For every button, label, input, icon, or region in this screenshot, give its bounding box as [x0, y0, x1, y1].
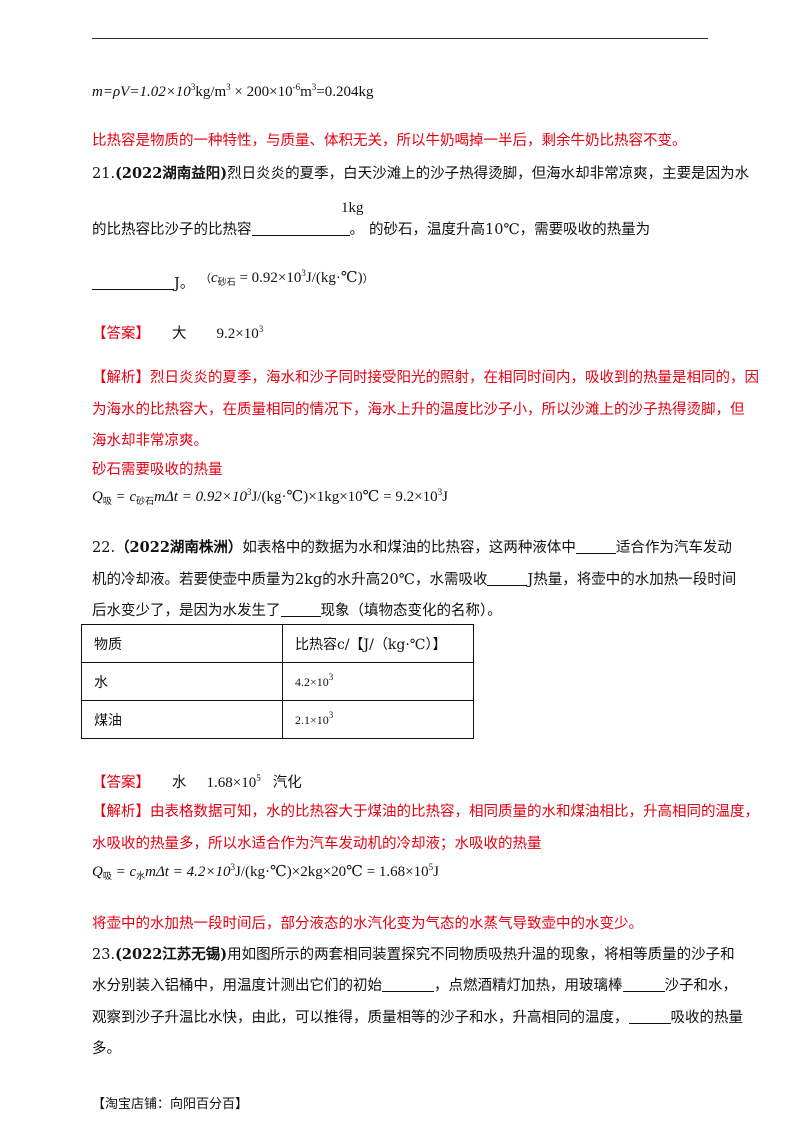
table-row: 煤油 2.1×103 — [81, 700, 474, 739]
q21-analysis-2: 为海水的比热容大，在质量相同的情况下，海水上升的温度比沙子小，所以沙滩上的沙子热… — [92, 402, 745, 418]
q21-line2: 的比热容比沙子的比热容。 — [92, 221, 364, 238]
q21-analysis-4: 砂石需要吸收的热量 — [92, 462, 223, 478]
q21-blank-1[interactable] — [251, 221, 350, 236]
top-conclusion: 比热容是物质的一种特性，与质量、体积无关，所以牛奶喝掉一半后，剩余牛奶比热容不变… — [92, 133, 687, 149]
q22-analysis-1: 【解析】由表格数据可知，水的比热容大于煤油的比热容，相同质量的水和煤油相比，升高… — [92, 804, 759, 820]
q21-heat-formula: Q吸 = c砂石mΔt = 0.92×103J/(kg·℃)×1kg×10℃ =… — [92, 487, 448, 506]
table-cell-substance: 煤油 — [81, 700, 283, 739]
q22-blank-2[interactable] — [487, 571, 528, 586]
q22-conclusion: 将壶中的水加热一段时间后，部分液态的水汽化变为气态的水蒸气导致壶中的水变少。 — [92, 916, 643, 932]
header-rule — [92, 38, 708, 39]
q21-mass: 1kg — [341, 200, 364, 216]
q21-given-constant: （c砂石 = 0.92×103J/(kg·℃)） — [200, 268, 374, 287]
q23-blank-1[interactable] — [382, 977, 434, 992]
q21-analysis-3: 海水却非常凉爽。 — [92, 433, 208, 449]
table-header-substance: 物质 — [81, 624, 283, 663]
q21-line2-rest: 的砂石，温度升高10℃，需要吸收的热量为 — [369, 222, 651, 238]
table-header-row: 物质 比热容c/【J/（kg·℃）】 — [81, 624, 474, 663]
table-cell-value: 2.1×103 — [282, 700, 474, 739]
q23-line3: 观察到沙子升温比水快，由此，可以推得，质量相等的沙子和水，升高相同的温度，吸收的… — [92, 1009, 743, 1026]
q22-blank-1[interactable] — [575, 539, 616, 554]
q23-blank-3[interactable] — [628, 1009, 671, 1024]
q23-line4: 多。 — [92, 1041, 121, 1057]
q22-blank-3[interactable] — [280, 602, 321, 617]
q22-line1: 22.（2022湖南株洲）如表格中的数据为水和煤油的比热容，这两种液体中适合作为… — [92, 539, 732, 556]
density-formula: m=ρV=1.02×103kg/m3 × 200×10-6m3=0.204kg — [92, 82, 374, 100]
q22-analysis-2: 水吸收的热量多，所以水适合作为汽车发动机的冷却液；水吸收的热量 — [92, 836, 542, 852]
q22-line3: 后水变少了，是因为水发生了现象（填物态变化的名称）。 — [92, 602, 502, 619]
page-footer: 【淘宝店铺：向阳百分百】 — [92, 1097, 249, 1112]
table-cell-substance: 水 — [81, 662, 283, 701]
q23-line2: 水分别装入铝桶中，用温度计测出它们的初始，点燃酒精灯加热，用玻璃棒沙子和水， — [92, 977, 737, 994]
q23-line1: 23.(2022江苏无锡)用如图所示的两套相同装置探究不同物质吸热升温的现象，将… — [92, 946, 735, 963]
table-header-specific-heat: 比热容c/【J/（kg·℃）】 — [282, 624, 474, 663]
q21-line3: J。 — [92, 272, 194, 293]
table-cell-value: 4.2×103 — [282, 662, 474, 701]
q23-blank-2[interactable] — [622, 977, 665, 992]
table-row: 水 4.2×103 — [81, 662, 474, 701]
specific-heat-table: 物质 比热容c/【J/（kg·℃）】 水 4.2×103 煤油 2.1×103 — [81, 624, 474, 739]
q21-blank-2[interactable] — [92, 275, 174, 290]
q22-heat-formula: Q吸 = c水mΔt = 4.2×103J/(kg·℃)×2kg×20℃ = 1… — [92, 862, 439, 881]
q21-analysis-1: 【解析】烈日炎炎的夏季，海水和沙子同时接受阳光的照射，在相同时间内，吸收到的热量… — [92, 370, 759, 386]
q21-line1: 21.(2022湖南益阳)烈日炎炎的夏季，白天沙滩上的沙子热得烫脚，但海水却非常… — [92, 165, 750, 182]
